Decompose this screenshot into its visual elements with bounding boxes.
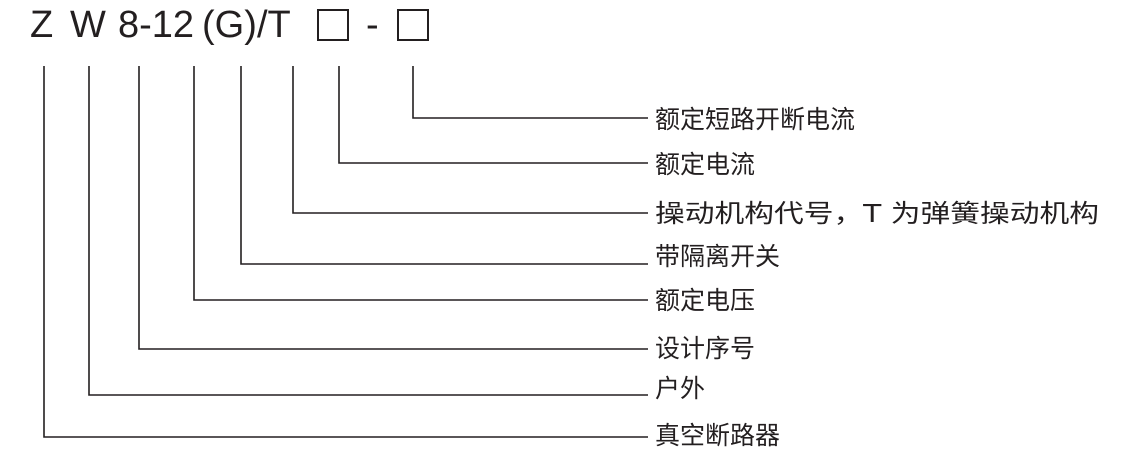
label-design-serial: 设计序号 (655, 334, 755, 363)
label-outdoor: 户外 (655, 374, 705, 403)
leader-line-mechanism (292, 66, 648, 214)
placeholder-box-breaking-current (397, 9, 429, 41)
label-rated-voltage: 额定电压 (655, 286, 755, 315)
code-dash: - (366, 4, 379, 46)
leader-line-rated-voltage (193, 66, 648, 301)
label-mechanism-code: 操动机构代号，T 为弹簧操动机构 (655, 199, 1099, 228)
label-with-isolator: 带隔离开关 (655, 242, 780, 271)
placeholder-box-current (317, 9, 349, 41)
label-rated-current: 额定电流 (655, 150, 755, 179)
label-rated-breaking-current: 额定短路开断电流 (655, 105, 855, 134)
leader-lines (43, 66, 648, 438)
leader-line-vacuum-breaker (43, 66, 648, 438)
code-letter-z: Z (30, 4, 53, 46)
code-isolator-mark: (G) (202, 4, 257, 46)
code-mechanism-mark: /T (257, 4, 291, 46)
label-vacuum-breaker: 真空断路器 (655, 421, 780, 450)
code-rated-voltage: 8-12 (118, 4, 194, 46)
leader-line-isolator (240, 66, 648, 265)
description-labels: 额定短路开断电流 额定电流 操动机构代号，T 为弹簧操动机构 带隔离开关 额定电… (655, 105, 1099, 450)
model-code: Z W 8-12 (G) /T - (30, 4, 429, 46)
leader-line-breaking-current (412, 66, 648, 119)
code-letter-w: W (70, 4, 106, 46)
leader-line-design-serial (138, 66, 648, 350)
leader-line-rated-current (338, 66, 648, 164)
leader-line-outdoor (88, 66, 648, 396)
